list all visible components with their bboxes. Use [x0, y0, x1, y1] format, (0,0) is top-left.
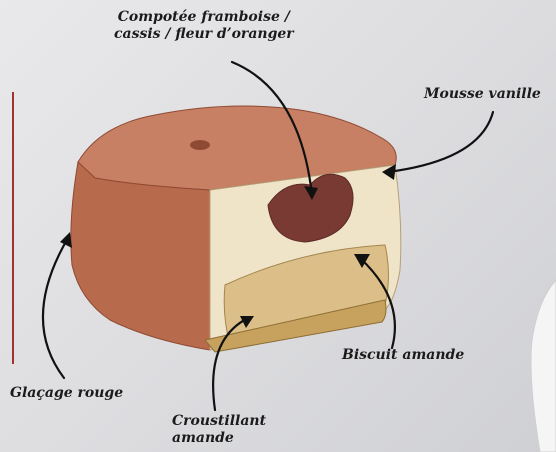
compotee-label-line1: Compotée framboise / — [114, 9, 294, 26]
croustillant-label-line2: amande — [172, 430, 266, 447]
cake-glaze-side — [71, 162, 210, 350]
compotee-label-line2: cassis / fleur d’oranger — [114, 26, 294, 43]
biscuit-label: Biscuit amande — [342, 347, 464, 364]
mousse-label: Mousse vanille — [424, 86, 541, 103]
compotee-label: Compotée framboise / cassis / fleur d’or… — [114, 9, 294, 43]
croustillant-label: Croustillant amande — [172, 413, 266, 447]
glacage-label: Glaçage rouge — [10, 385, 123, 402]
arrow-mousse — [388, 112, 493, 172]
glaze-drip — [190, 140, 210, 150]
croustillant-label-line1: Croustillant — [172, 413, 266, 430]
arrowhead-glacage — [60, 232, 72, 248]
person-partial-figure — [531, 280, 556, 452]
arrow-glacage — [43, 238, 68, 378]
